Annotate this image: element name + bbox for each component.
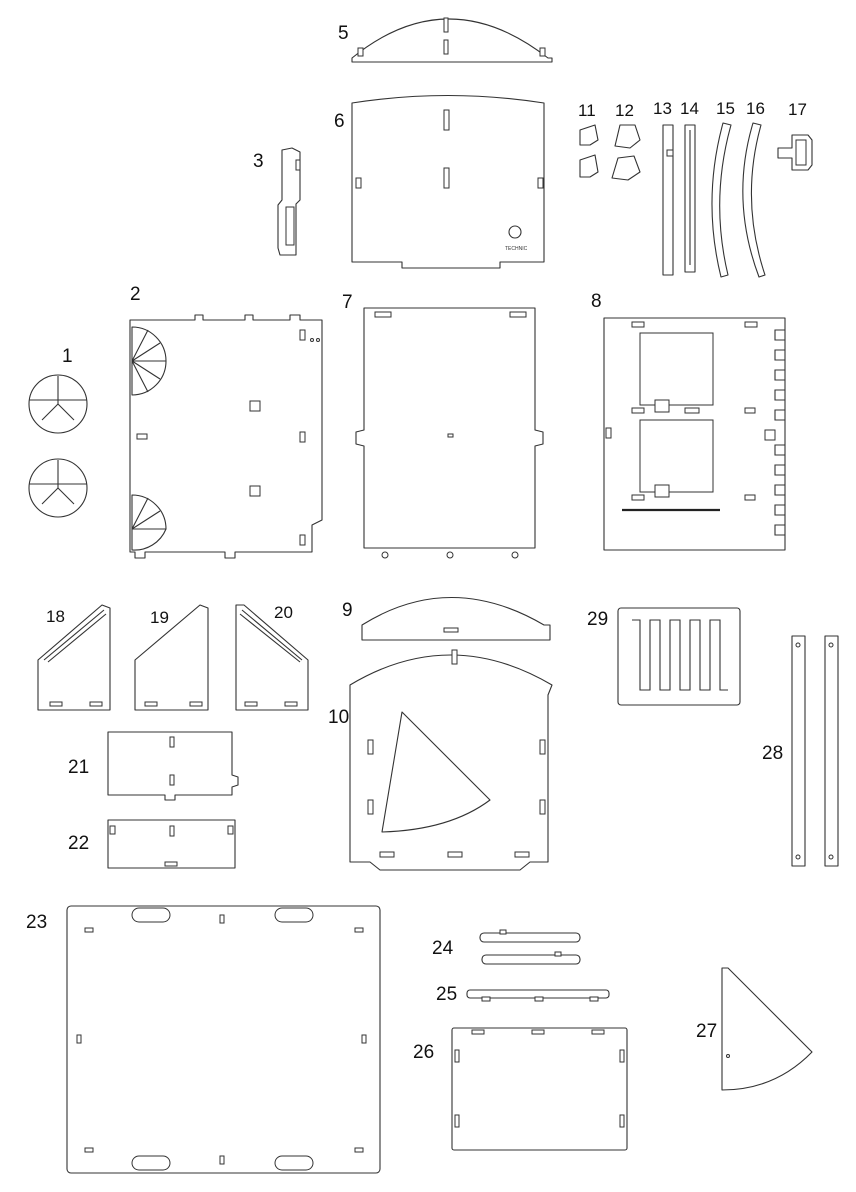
recycle-icon: TECHNIC [505, 225, 528, 252]
part-18-side [37, 604, 111, 711]
part-19-side [134, 604, 209, 711]
svg-text:TECHNIC: TECHNIC [505, 246, 528, 252]
part-14-strip [684, 124, 696, 273]
label-part-1: 1 [62, 346, 73, 367]
part-2-side-panel [129, 314, 323, 559]
part-13-strip [662, 124, 674, 276]
label-part-24: 24 [432, 938, 454, 959]
part-17-handle [777, 134, 813, 171]
part-21-board [107, 731, 239, 801]
label-part-23: 23 [26, 912, 48, 933]
part-9-arch [361, 597, 551, 641]
part-10-front-panel [349, 649, 553, 871]
label-part-3: 3 [253, 151, 264, 172]
part-20-side [235, 604, 309, 711]
part-27-fan [721, 967, 813, 1091]
part-11-clips [579, 124, 599, 178]
label-part-17: 17 [788, 100, 807, 119]
part-3-hook [277, 147, 301, 256]
label-part-2: 2 [130, 284, 141, 305]
part-8-panel [603, 317, 786, 551]
label-part-12: 12 [615, 101, 634, 120]
label-part-14: 14 [680, 99, 699, 118]
part-22-board [107, 819, 236, 869]
label-part-27: 27 [696, 1021, 718, 1042]
part-16-curve [742, 122, 766, 278]
label-part-13: 13 [653, 99, 672, 118]
part-28-strips [791, 635, 839, 867]
label-part-6: 6 [334, 111, 345, 132]
label-part-20: 20 [274, 603, 293, 622]
label-part-21: 21 [68, 757, 90, 778]
label-part-28: 28 [762, 743, 784, 764]
label-part-10: 10 [328, 707, 350, 728]
part-6-back-panel: TECHNIC [351, 94, 545, 269]
label-part-9: 9 [342, 600, 353, 621]
label-part-19: 19 [150, 608, 169, 627]
label-part-26: 26 [413, 1042, 435, 1063]
label-part-5: 5 [338, 23, 349, 44]
part-15-curve [711, 122, 732, 278]
label-part-7: 7 [342, 292, 353, 313]
part-12-clips [611, 124, 641, 181]
part-29-grill [617, 607, 741, 706]
label-part-11: 11 [578, 101, 596, 120]
label-part-16: 16 [746, 99, 765, 118]
label-part-18: 18 [46, 607, 65, 626]
part-25-rail [466, 989, 610, 1002]
label-part-22: 22 [68, 833, 90, 854]
label-part-8: 8 [591, 291, 602, 312]
part-1-circles [28, 374, 88, 518]
label-part-15: 15 [716, 99, 735, 118]
part-23-base-board [66, 905, 381, 1174]
part-24-rails [479, 929, 581, 965]
label-part-29: 29 [587, 609, 609, 630]
part-5-arch [351, 17, 553, 63]
part-26-board [451, 1027, 628, 1151]
part-7-panel [355, 307, 544, 559]
label-part-25: 25 [436, 984, 458, 1005]
